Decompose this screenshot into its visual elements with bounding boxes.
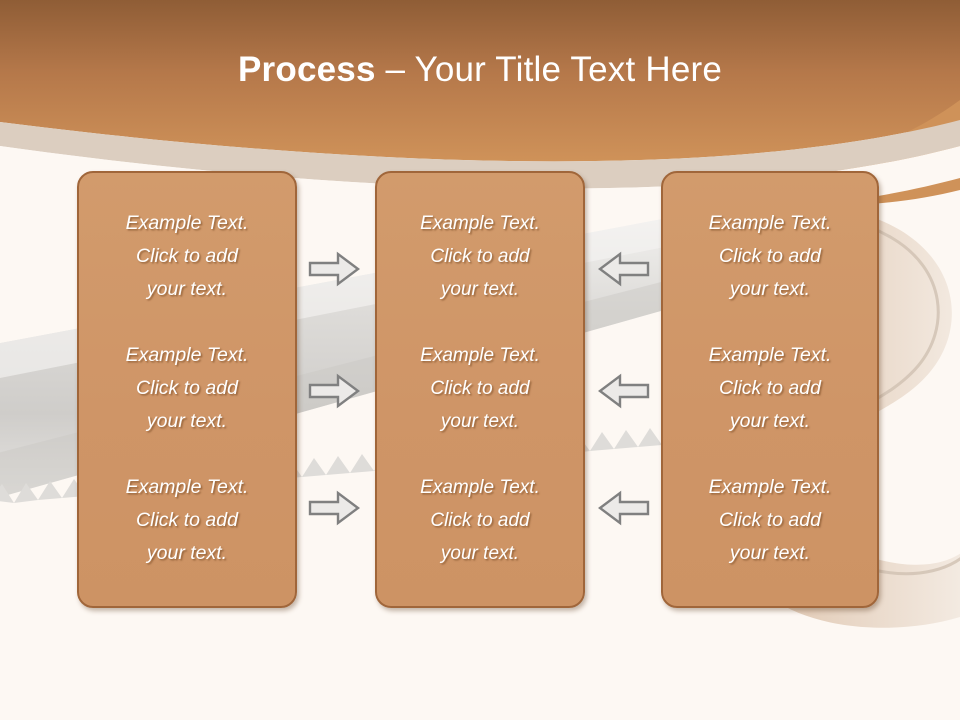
process-cell-2-3[interactable]: Example Text. Click to add your text. <box>420 476 540 564</box>
slide-title-dash: – <box>375 50 415 89</box>
arrow-right-icon-2[interactable] <box>308 373 360 409</box>
process-cell-1-3[interactable]: Example Text. Click to add your text. <box>125 475 249 564</box>
arrow-left-icon-3[interactable] <box>598 490 650 526</box>
process-cell-1-1[interactable]: Example Text. Click to add your text. <box>125 212 249 301</box>
process-cell-2-1[interactable]: Example Text. Click to add your text. <box>420 213 540 301</box>
arrow-right-icon-3[interactable] <box>308 490 360 526</box>
arrow-left-icon-2[interactable] <box>598 373 650 409</box>
slide-title-regular: Your Title Text Here <box>414 50 722 89</box>
slide-title: Process – Your Title Text Here <box>0 48 960 92</box>
process-cell-1-2[interactable]: Example Text. Click to add your text. <box>125 343 249 432</box>
process-column-3[interactable]: Example Text. Click to add your text. Ex… <box>661 171 879 608</box>
process-cell-2-2[interactable]: Example Text. Click to add your text. <box>420 344 540 432</box>
process-cell-3-2[interactable]: Example Text. Click to add your text. <box>708 343 832 432</box>
process-column-2[interactable]: Example Text. Click to add your text. Ex… <box>375 171 585 608</box>
process-cell-3-3[interactable]: Example Text. Click to add your text. <box>708 475 832 564</box>
arrow-right-icon-1[interactable] <box>308 251 360 287</box>
arrow-left-icon-1[interactable] <box>598 251 650 287</box>
slide-title-bold: Process <box>238 50 376 89</box>
process-column-1[interactable]: Example Text. Click to add your text. Ex… <box>77 171 297 608</box>
process-cell-3-1[interactable]: Example Text. Click to add your text. <box>708 212 832 301</box>
